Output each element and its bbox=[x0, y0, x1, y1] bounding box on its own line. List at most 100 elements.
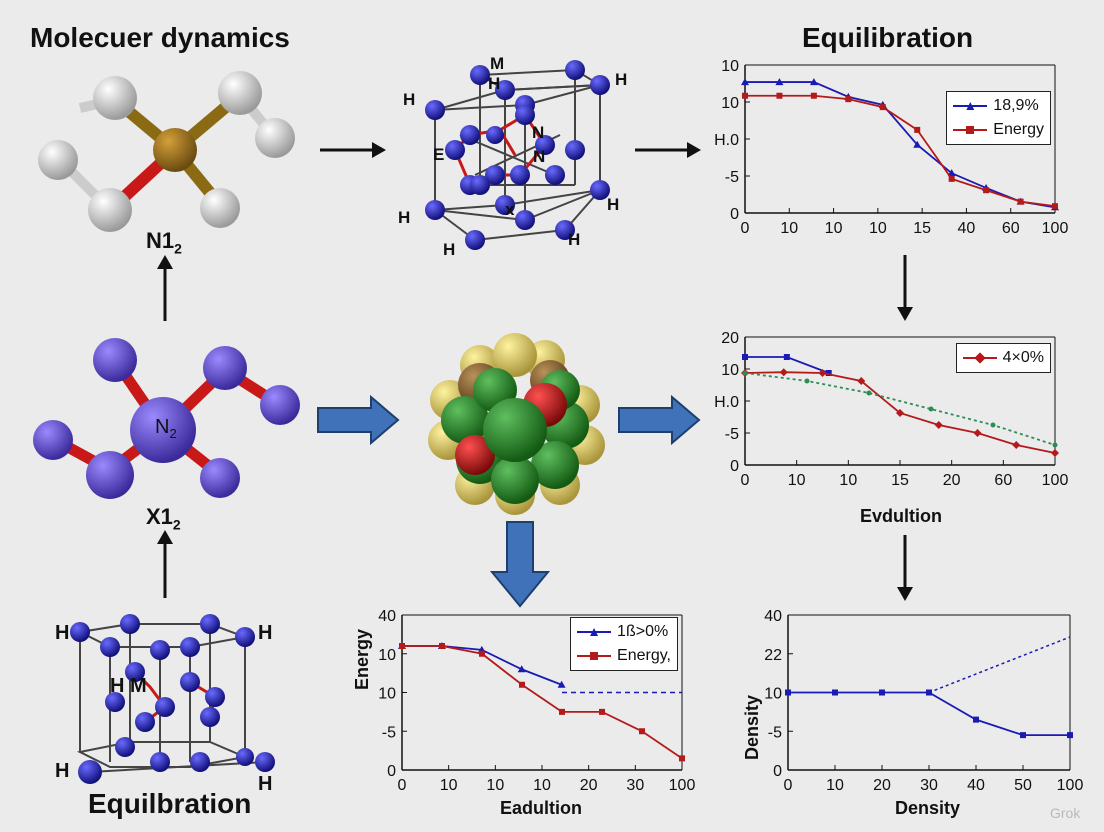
data-point bbox=[1012, 441, 1021, 449]
arrow-right-icon bbox=[320, 142, 386, 158]
molecule-label-x12: X12 bbox=[146, 504, 181, 533]
data-point bbox=[879, 104, 886, 111]
chart-legend: 18,9% Energy bbox=[946, 91, 1051, 145]
y-tick-label: 40 bbox=[764, 608, 782, 625]
diagram-title-right: Equilibration bbox=[802, 22, 974, 53]
x-tick-label: 0 bbox=[741, 472, 750, 489]
x-tick-label: 0 bbox=[398, 777, 407, 794]
data-point bbox=[818, 369, 827, 377]
trend-line bbox=[928, 636, 1071, 694]
data-point bbox=[879, 689, 885, 696]
series-line bbox=[788, 691, 1070, 737]
data-point bbox=[776, 92, 783, 99]
lattice-label: N bbox=[532, 123, 544, 142]
diagram-title-bottom: Equilbration bbox=[88, 788, 252, 819]
legend-entry: 4×0% bbox=[962, 346, 1044, 370]
x-tick-label: 10 bbox=[440, 777, 458, 794]
x-tick-label: 100 bbox=[1057, 777, 1084, 794]
data-point bbox=[559, 708, 565, 715]
data-point bbox=[479, 650, 485, 657]
molecule-n12-diagram bbox=[38, 71, 295, 232]
data-point bbox=[947, 169, 956, 177]
arrow-down-icon bbox=[897, 535, 913, 601]
molecule-label-n12: N12 bbox=[146, 228, 182, 257]
x-tick-label: 10 bbox=[826, 777, 844, 794]
data-point bbox=[973, 716, 979, 723]
crystal-lattice-top: M H H H E N N H H H x H bbox=[398, 55, 627, 259]
data-point bbox=[639, 728, 645, 735]
block-arrow-right-icon bbox=[317, 395, 400, 445]
data-point bbox=[742, 370, 748, 376]
data-point bbox=[517, 665, 526, 673]
y-tick-label: 10 bbox=[378, 647, 396, 664]
series-line bbox=[745, 81, 1056, 209]
molecule-x12-diagram bbox=[33, 338, 300, 499]
arrow-down-icon bbox=[897, 255, 913, 321]
data-point bbox=[934, 421, 943, 429]
legend-entry: Energy bbox=[953, 118, 1044, 142]
lattice-label: H bbox=[55, 622, 69, 644]
data-point bbox=[1052, 442, 1058, 448]
x-tick-label: 20 bbox=[873, 777, 891, 794]
data-point bbox=[983, 187, 990, 194]
x-tick-label: 30 bbox=[626, 777, 644, 794]
lattice-label: H bbox=[110, 675, 124, 697]
data-point bbox=[973, 429, 982, 437]
y-tick-label: 10 bbox=[378, 686, 396, 703]
data-point bbox=[742, 92, 748, 99]
x-tick-label: 20 bbox=[943, 472, 961, 489]
y-tick-label: -5 bbox=[768, 724, 782, 741]
block-arrow-down-icon bbox=[490, 521, 550, 608]
lattice-label: x bbox=[505, 200, 515, 219]
x-tick-label: 40 bbox=[967, 777, 985, 794]
lattice-label: H bbox=[443, 240, 455, 259]
data-point bbox=[990, 422, 996, 428]
y-tick-label: 20 bbox=[721, 330, 739, 347]
x-axis-label: Eadultion bbox=[500, 798, 582, 818]
data-point bbox=[1017, 198, 1024, 205]
molecule-center-label: N2 bbox=[155, 416, 177, 441]
y-tick-label: H.0 bbox=[714, 394, 739, 411]
y-tick-label: 22 bbox=[764, 647, 782, 664]
y-tick-label: -5 bbox=[725, 426, 739, 443]
chart-legend: 1ß>0% Energy, bbox=[570, 617, 678, 671]
data-point bbox=[785, 689, 791, 696]
lattice-label: N bbox=[533, 147, 545, 166]
series-line bbox=[745, 94, 1056, 208]
y-tick-label: 0 bbox=[387, 763, 396, 780]
x-tick-label: 60 bbox=[1002, 220, 1020, 237]
y-tick-label: 10 bbox=[721, 95, 739, 112]
data-point bbox=[913, 140, 922, 148]
data-point bbox=[866, 390, 872, 396]
arrow-right-icon bbox=[635, 142, 701, 158]
x-tick-label: 15 bbox=[913, 220, 931, 237]
series-line bbox=[402, 645, 683, 760]
legend-entry: 18,9% bbox=[953, 94, 1044, 118]
watermark: Grok bbox=[1050, 805, 1081, 821]
data-point bbox=[845, 96, 852, 103]
lattice-label: H bbox=[258, 773, 272, 792]
data-point bbox=[779, 368, 788, 377]
x-tick-label: 10 bbox=[780, 220, 798, 237]
y-tick-label: 0 bbox=[773, 763, 782, 780]
y-axis-label: Energy bbox=[352, 628, 372, 690]
data-point bbox=[1067, 732, 1073, 739]
block-arrow-right-icon bbox=[618, 395, 701, 445]
data-point bbox=[679, 755, 685, 762]
data-point bbox=[557, 680, 566, 688]
lattice-label: H bbox=[615, 70, 627, 89]
lattice-label: H bbox=[403, 90, 415, 109]
data-point bbox=[775, 78, 784, 86]
series-line bbox=[744, 372, 1056, 446]
x-tick-label: 10 bbox=[533, 777, 551, 794]
y-tick-label: 10 bbox=[721, 58, 739, 75]
y-tick-label: 10 bbox=[764, 686, 782, 703]
data-point bbox=[742, 354, 748, 360]
